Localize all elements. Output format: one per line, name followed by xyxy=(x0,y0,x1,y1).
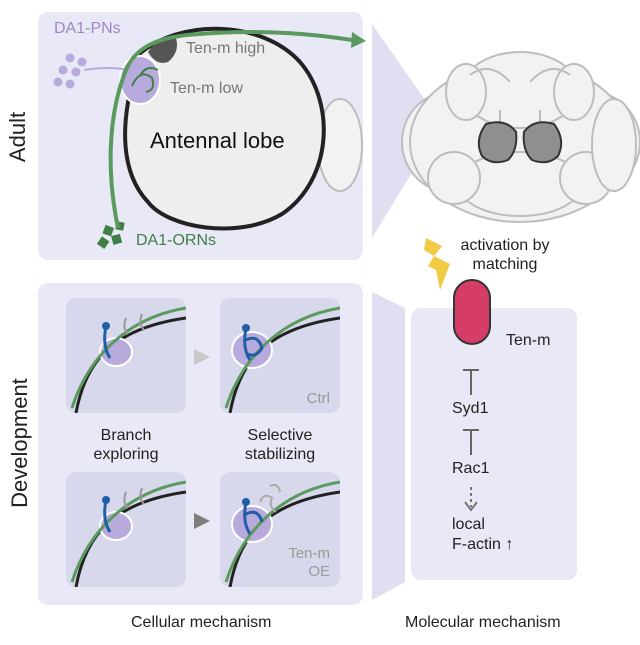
oe-label: Ten-m OE xyxy=(288,545,330,581)
activation-line1: activation by xyxy=(460,237,550,254)
activation-label: activation by matching xyxy=(440,236,570,274)
chevron-right-icon xyxy=(194,349,210,365)
pns-label: DA1-PNs xyxy=(54,20,121,37)
tenm-high-label: Ten-m high xyxy=(186,40,266,57)
brain-antennal-lobe-right xyxy=(522,121,563,164)
tenm-label: Ten-m xyxy=(506,332,551,349)
fly-brain-icon xyxy=(317,51,640,223)
ctrl-label: Ctrl xyxy=(306,390,330,407)
orn-arrow-head xyxy=(351,32,366,48)
oe-label-line2: OE xyxy=(308,563,330,580)
local-label: local xyxy=(452,516,485,533)
thumb-branch-exploring-oe xyxy=(66,472,186,587)
tenm-capsule xyxy=(453,279,491,345)
thumb-branch-exploring xyxy=(66,298,186,413)
brain-antennal-lobe-left xyxy=(477,121,518,164)
step1-caption-line1: Branch xyxy=(100,427,152,444)
molecular-mechanism-label: Molecular mechanism xyxy=(405,614,561,631)
oe-label-line1: Ten-m xyxy=(288,545,330,562)
thumb-selective-stabilizing: Ctrl xyxy=(220,298,340,413)
orns-label: DA1-ORNs xyxy=(136,232,217,249)
zoom-wedge-dev xyxy=(372,292,405,600)
activation-line2: matching xyxy=(472,256,538,273)
da1-glomerulus xyxy=(119,55,161,105)
cellular-mechanism-label: Cellular mechanism xyxy=(131,614,272,631)
syd1-label: Syd1 xyxy=(452,400,489,417)
molecular-panel xyxy=(411,308,577,580)
step2-caption-line2: stabilizing xyxy=(244,446,316,463)
inhibition-arrow-icon xyxy=(463,369,479,455)
pn-dots xyxy=(53,53,87,89)
rac1-label: Rac1 xyxy=(452,460,490,477)
thumb-tenm-oe: Ten-m OE xyxy=(220,472,340,587)
chevron-right-icon-2 xyxy=(194,513,210,529)
lightning-bolt-icon xyxy=(424,238,450,290)
step1-caption-line2: exploring xyxy=(93,446,159,463)
orn-squares xyxy=(96,221,125,249)
tenm-low-label: Ten-m low xyxy=(170,80,243,97)
step2-caption-line1: Selective xyxy=(247,427,313,444)
orn-axon xyxy=(108,30,353,229)
step1-caption: Branch exploring xyxy=(66,426,186,464)
dashed-arrow-icon xyxy=(464,487,478,512)
step2-caption: Selective stabilizing xyxy=(220,426,340,464)
factin-label: F-actin ↑ xyxy=(452,536,514,553)
lobe-label: Antennal lobe xyxy=(150,128,285,153)
zoom-wedge-adult xyxy=(372,24,432,238)
